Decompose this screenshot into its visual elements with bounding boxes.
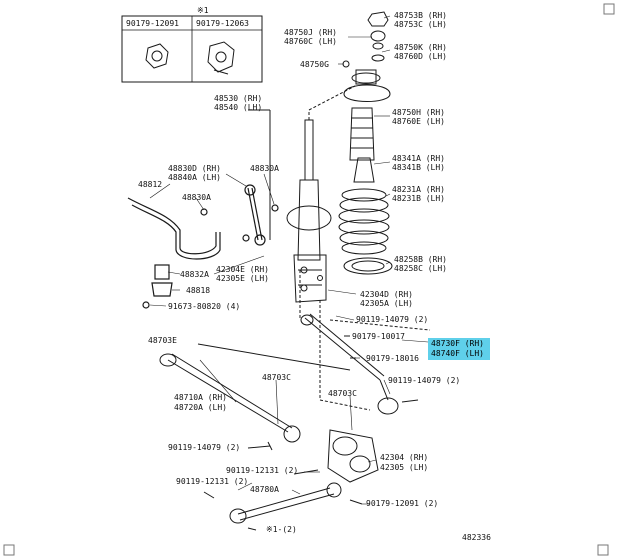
inset-note: ※1 xyxy=(197,6,209,15)
label-48341b[interactable]: 48341B (LH) xyxy=(392,163,445,172)
label-48780a[interactable]: 48780A xyxy=(250,485,279,494)
label-48760d[interactable]: 48760D (LH) xyxy=(394,52,447,61)
label-90119-12131-a[interactable]: 90119-12131 (2) xyxy=(226,466,298,475)
label-48530[interactable]: 48530 (RH) xyxy=(214,94,262,103)
label-90119-a[interactable]: 90119-14079 (2) xyxy=(356,315,428,324)
lower-arms xyxy=(159,270,431,531)
label-42304[interactable]: 42304 (RH) xyxy=(380,453,428,462)
label-48753b[interactable]: 48753B (RH) xyxy=(394,11,447,20)
label-42304e[interactable]: 42304E (RH) xyxy=(216,265,269,274)
label-48760e[interactable]: 48760E (LH) xyxy=(392,117,445,126)
label-48231b[interactable]: 48231B (LH) xyxy=(392,194,445,203)
label-note-1[interactable]: ※1-(2) xyxy=(266,525,297,534)
label-90179-12091[interactable]: 90179-12091 (2) xyxy=(366,499,438,508)
label-48830a-top[interactable]: 48830A xyxy=(250,164,279,173)
inset-left-part: 90179-12091 xyxy=(126,19,179,28)
nut-icon xyxy=(145,43,169,69)
label-48341a[interactable]: 48341A (RH) xyxy=(392,154,445,163)
spring-components xyxy=(338,11,393,275)
label-48730f[interactable]: 48730F (RH) xyxy=(431,339,484,348)
label-48703e[interactable]: 48703E xyxy=(148,336,177,345)
inset-right-part: 90179-12063 xyxy=(196,19,249,28)
label-48760c[interactable]: 48760C (LH) xyxy=(284,37,337,46)
corner-marker-top xyxy=(603,3,615,15)
corner-marker-bottom-right xyxy=(597,544,609,556)
label-42304d[interactable]: 42304D (RH) xyxy=(360,290,413,299)
label-48710a[interactable]: 48710A (RH) xyxy=(174,393,227,402)
label-48703c-b[interactable]: 48703C xyxy=(328,389,357,398)
label-48812[interactable]: 48812 xyxy=(138,180,162,189)
label-48540[interactable]: 48540 (LH) xyxy=(214,103,262,112)
label-48740f[interactable]: 48740F (LH) xyxy=(431,349,484,358)
label-42305[interactable]: 42305 (LH) xyxy=(380,463,428,472)
label-90119-c[interactable]: 90119-14079 (2) xyxy=(168,443,240,452)
label-42305a[interactable]: 42305A (LH) xyxy=(360,299,413,308)
label-91673[interactable]: 91673-80820 (4) xyxy=(168,302,240,311)
label-48703c-a[interactable]: 48703C xyxy=(262,373,291,382)
label-48258c[interactable]: 48258C (LH) xyxy=(394,264,447,273)
highlight-box xyxy=(428,338,490,360)
part-labels: 48753B (RH) 48753C (LH) 48750J (RH) 4876… xyxy=(138,11,491,542)
label-90119-b[interactable]: 90119-14079 (2) xyxy=(388,376,460,385)
label-48830a[interactable]: 48830A xyxy=(182,193,211,202)
corner-marker-bottom-left xyxy=(3,544,15,556)
label-48753c[interactable]: 48753C (LH) xyxy=(394,20,447,29)
stabilizer-bar xyxy=(127,184,279,309)
label-48840a[interactable]: 48840A (LH) xyxy=(168,173,221,182)
label-48231a[interactable]: 48231A (RH) xyxy=(392,185,445,194)
label-90179-10017[interactable]: 90179-10017 xyxy=(352,332,405,341)
label-48830d[interactable]: 48830D (RH) xyxy=(168,164,221,173)
label-48750h[interactable]: 48750H (RH) xyxy=(392,108,445,117)
label-48750j[interactable]: 48750J (RH) xyxy=(284,28,337,37)
label-48818[interactable]: 48818 xyxy=(186,286,210,295)
label-48750g[interactable]: 48750G xyxy=(300,60,329,69)
label-48258b[interactable]: 48258B (RH) xyxy=(394,255,447,264)
label-90119-12131-b[interactable]: 90119-12131 (2) xyxy=(176,477,248,486)
label-42305e[interactable]: 42305E (LH) xyxy=(216,274,269,283)
label-90179-18016[interactable]: 90179-18016 xyxy=(366,354,419,363)
label-48750k[interactable]: 48750K (RH) xyxy=(394,43,447,52)
flange-nut-icon xyxy=(207,41,235,75)
inset-box: ※1 90179-12091 90179-12063 xyxy=(121,6,263,83)
label-48720a[interactable]: 48720A (LH) xyxy=(174,403,227,412)
figure-id: 482336 xyxy=(462,533,491,542)
label-48832a[interactable]: 48832A xyxy=(180,270,209,279)
strut-assembly xyxy=(248,85,356,303)
leader-lines xyxy=(149,15,429,505)
